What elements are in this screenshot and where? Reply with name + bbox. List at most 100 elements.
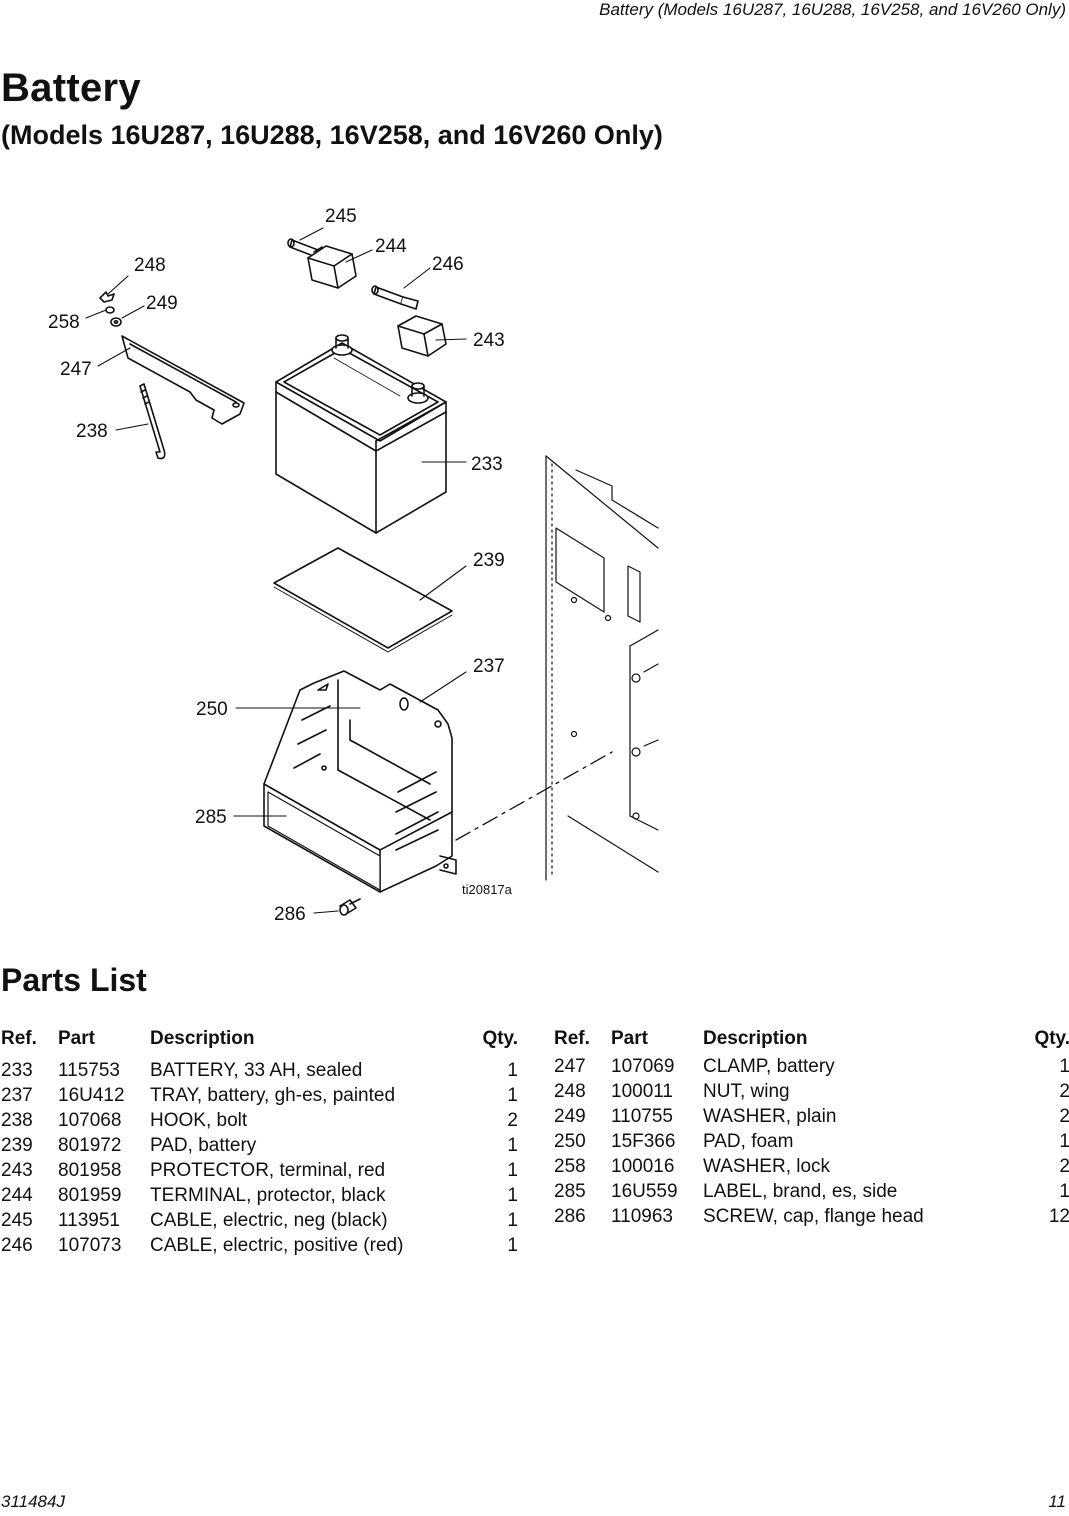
description-cell: SCREW, cap, flange head: [703, 1205, 924, 1227]
header-ref: Ref.: [554, 1028, 590, 1049]
part-cell: 801958: [58, 1159, 122, 1181]
part-cell: 100016: [611, 1155, 675, 1177]
header-part: Part: [611, 1028, 648, 1049]
table-header-row: Ref. Part Description Qty.: [1, 1028, 518, 1058]
table-header-row: Ref. Part Description Qty.: [554, 1028, 1069, 1054]
header-description: Description: [150, 1028, 255, 1049]
qty-cell: 1: [507, 1134, 518, 1156]
description-cell: LABEL, brand, es, side: [703, 1180, 898, 1202]
page-title: Battery: [1, 66, 141, 110]
part-cell: 801959: [58, 1184, 122, 1206]
flange-screw-illustration: [339, 898, 361, 916]
ref-cell: 237: [1, 1084, 33, 1106]
callout-239: 239: [473, 550, 505, 571]
table-row: 239 801972 PAD, battery 1: [1, 1133, 518, 1158]
description-cell: BATTERY, 33 AH, sealed: [150, 1059, 363, 1081]
ref-cell: 285: [554, 1180, 586, 1202]
wing-nut-illustration: [99, 291, 115, 303]
part-cell: 110963: [611, 1205, 673, 1227]
callout-258: 258: [48, 312, 80, 333]
header-qty: Qty.: [482, 1028, 518, 1049]
part-cell: 107069: [611, 1055, 675, 1077]
header-qty: Qty.: [1034, 1028, 1069, 1049]
ref-cell: 245: [1, 1209, 33, 1231]
qty-cell: 2: [1059, 1155, 1069, 1177]
callout-238: 238: [76, 421, 108, 442]
callout-286: 286: [274, 904, 306, 925]
description-cell: TRAY, battery, gh-es, painted: [150, 1084, 396, 1106]
description-cell: PAD, battery: [150, 1134, 257, 1156]
qty-cell: 1: [1059, 1130, 1069, 1152]
table-row: 285 16U559 LABEL, brand, es, side 1: [554, 1179, 1069, 1204]
callout-249: 249: [146, 293, 178, 314]
qty-cell: 2: [1059, 1105, 1069, 1127]
ref-cell: 248: [554, 1080, 586, 1102]
page-number: 11: [1048, 1492, 1066, 1511]
page-subtitle: (Models 16U287, 16U288, 16V258, and 16V2…: [1, 120, 663, 150]
table-row: 233 115753 BATTERY, 33 AH, sealed 1: [1, 1058, 518, 1083]
parts-table-left: Ref. Part Description Qty. 233 115753 BATT…: [1, 1028, 518, 1258]
callout-244: 244: [375, 236, 407, 257]
ref-cell: 238: [1, 1109, 33, 1131]
ref-cell: 249: [554, 1105, 586, 1127]
qty-cell: 1: [1059, 1180, 1069, 1202]
lock-washer-illustration: [105, 306, 115, 314]
callout-233: 233: [471, 454, 503, 475]
qty-cell: 1: [507, 1159, 518, 1181]
table-row: 286 110963 SCREW, cap, flange head 12: [554, 1204, 1069, 1229]
callout-237: 237: [473, 656, 505, 677]
ref-cell: 233: [1, 1059, 33, 1081]
part-cell: 115753: [58, 1059, 120, 1081]
description-cell: WASHER, lock: [703, 1155, 831, 1177]
qty-cell: 1: [507, 1084, 518, 1106]
part-cell: 801972: [58, 1134, 122, 1156]
positive-cable-illustration: [371, 285, 419, 310]
description-cell: NUT, wing: [703, 1080, 790, 1102]
terminal-protector-black-illustration: [307, 245, 357, 289]
part-cell: 107073: [58, 1234, 122, 1256]
qty-cell: 1: [507, 1234, 518, 1256]
callout-285: 285: [195, 807, 227, 828]
callout-243: 243: [473, 330, 505, 351]
description-cell: CABLE, electric, positive (red): [150, 1234, 404, 1256]
header-ref: Ref.: [1, 1028, 37, 1049]
ref-cell: 286: [554, 1205, 586, 1227]
callout-leaders: [85, 227, 467, 914]
qty-cell: 1: [1059, 1055, 1069, 1077]
part-cell: 113951: [58, 1209, 120, 1231]
plain-washer-illustration: [110, 317, 122, 327]
qty-cell: 1: [507, 1184, 518, 1206]
callout-247: 247: [60, 359, 92, 380]
running-header: Battery (Models 16U287, 16U288, 16V258, …: [599, 0, 1066, 19]
part-cell: 100011: [611, 1080, 673, 1102]
description-cell: TERMINAL, protector, black: [150, 1184, 386, 1206]
ref-cell: 247: [554, 1055, 586, 1077]
exploded-parts-diagram: 245 244 246 248 249 258 243 247 238 233 …: [48, 206, 659, 925]
callout-248: 248: [134, 255, 166, 276]
header-part: Part: [58, 1028, 95, 1049]
battery-pad-illustration: [273, 547, 453, 653]
brand-label-illustration: [267, 791, 381, 891]
table-row: 245 113951 CABLE, electric, neg (black) 1: [1, 1208, 518, 1233]
table-row: 258 100016 WASHER, lock 2: [554, 1154, 1069, 1179]
qty-cell: 1: [507, 1209, 518, 1231]
ref-cell: 258: [554, 1155, 586, 1177]
description-cell: CABLE, electric, neg (black): [150, 1209, 388, 1231]
alignment-line: [455, 751, 613, 841]
ref-cell: 239: [1, 1134, 33, 1156]
parts-list-title: Parts List: [1, 962, 147, 998]
description-cell: PROTECTOR, terminal, red: [150, 1159, 386, 1181]
qty-cell: 12: [1048, 1205, 1069, 1227]
qty-cell: 1: [507, 1059, 518, 1081]
part-cell: 16U559: [611, 1180, 678, 1202]
description-cell: HOOK, bolt: [150, 1109, 248, 1131]
